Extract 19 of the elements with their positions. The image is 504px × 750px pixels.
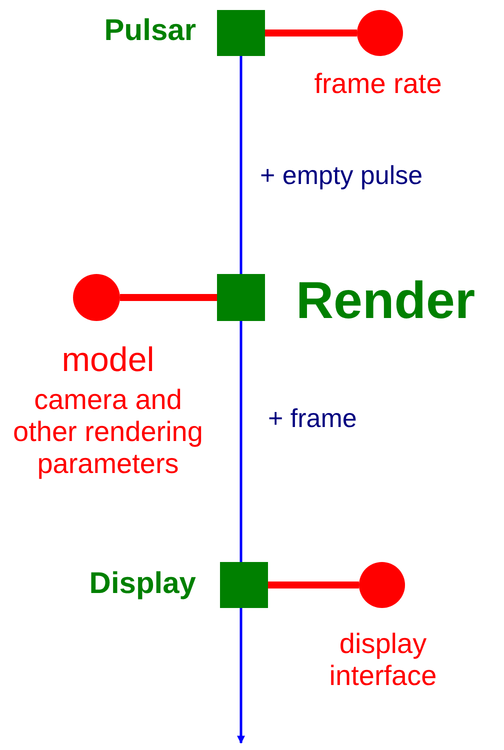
node-label: model bbox=[60, 341, 156, 380]
node-label: display interface bbox=[328, 628, 438, 692]
node-label: frame rate bbox=[313, 68, 443, 100]
input-circle bbox=[73, 274, 120, 321]
connector-line bbox=[120, 294, 217, 301]
process-square bbox=[217, 274, 265, 321]
arrow bbox=[237, 608, 245, 744]
node-label: Pulsar bbox=[103, 14, 196, 48]
process-square bbox=[217, 10, 265, 56]
input-circle bbox=[357, 10, 403, 56]
input-circle bbox=[359, 562, 405, 608]
connector-line bbox=[240, 56, 242, 274]
process-square bbox=[220, 562, 268, 608]
connector-line bbox=[265, 30, 357, 36]
node-label: Display bbox=[88, 567, 196, 602]
connector-line bbox=[240, 321, 242, 562]
node-label: camera and other rendering parameters bbox=[12, 384, 204, 481]
node-label: Render bbox=[296, 272, 476, 332]
connector-line bbox=[268, 582, 359, 588]
